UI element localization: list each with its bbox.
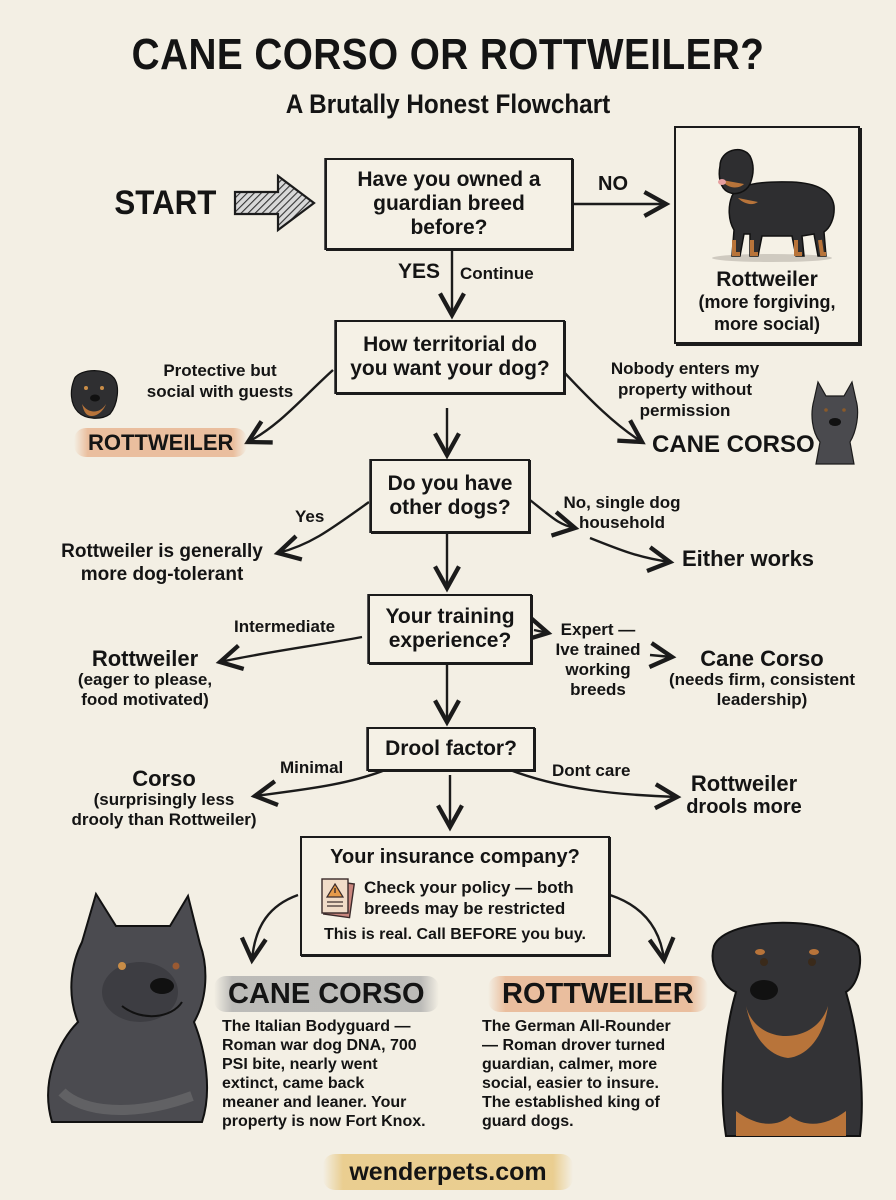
branch-label-nobody-enters: Nobody enters my property without permis… xyxy=(610,359,760,420)
result-rottweiler-drools: Rottweiler drools more xyxy=(686,771,802,819)
result-corso-less-drooly: Corso (surprisingly less drooly than Rot… xyxy=(71,766,257,830)
result-title: Rottweiler xyxy=(716,268,818,291)
result-cane-corso-firm: Cane Corso (needs firm, consistent leade… xyxy=(668,646,856,710)
question-insurance: Your insurance company? Check your polic… xyxy=(300,836,610,956)
insurance-warning-text: Check your policy — both breeds may be r… xyxy=(364,878,574,918)
page-title: CANE CORSO OR ROTTWEILER? xyxy=(131,30,765,79)
hatched-arrow-right-icon xyxy=(233,173,316,233)
branch-label-minimal: Minimal xyxy=(280,758,344,777)
branch-label-protective: Protective but social with guests xyxy=(146,361,294,401)
branch-label-intermediate: Intermediate xyxy=(234,617,336,636)
page-subtitle: A Brutally Honest Flowchart xyxy=(285,89,611,119)
result-dog-tolerant: Rottweiler is generally more dog-toleran… xyxy=(61,541,263,585)
result-rottweiler-highlight: ROTTWEILER xyxy=(74,428,248,457)
result-rottweiler-eager: Rottweiler (eager to please, food motiva… xyxy=(77,646,213,710)
profile-rottweiler-title: ROTTWEILER xyxy=(488,976,708,1012)
branch-label-single-dog: No, single dog household xyxy=(563,493,681,532)
branch-label-yes: YES xyxy=(398,260,441,283)
branch-label-no: NO xyxy=(598,173,628,195)
profile-cane-corso-description: The Italian Bodyguard — Roman war dog DN… xyxy=(222,1018,426,1130)
result-cane-corso: CANE CORSO xyxy=(652,431,815,458)
warning-document-icon xyxy=(321,878,356,919)
rottweiler-standing-illustration xyxy=(712,148,835,262)
footer-site-link[interactable]: wenderpets.com xyxy=(0,1154,896,1190)
insurance-footer: This is real. Call BEFORE you buy. xyxy=(324,926,586,943)
profile-rottweiler-description: The German All-Rounder — Roman drover tu… xyxy=(482,1018,671,1130)
result-card-rottweiler-forgiving: Rottweiler (more forgiving, more social) xyxy=(674,126,860,344)
branch-label-continue: Continue xyxy=(460,264,534,283)
rottweiler-portrait-illustration xyxy=(711,921,863,1137)
question-guardian-breed: Have you owned a guardian breed before? xyxy=(325,158,573,250)
cane-corso-head-illustration xyxy=(811,380,859,465)
start-label: START xyxy=(114,184,217,222)
question-training-experience: Your training experience? xyxy=(368,594,532,664)
profile-cane-corso-title: CANE CORSO xyxy=(214,976,439,1012)
question-drool-factor: Drool factor? xyxy=(367,727,535,771)
insurance-title: Your insurance company? xyxy=(330,846,580,868)
result-either-works: Either works xyxy=(682,546,815,571)
rottweiler-head-illustration xyxy=(70,370,119,419)
branch-label-yes-dogs: Yes xyxy=(295,507,325,526)
result-note: (more forgiving, more social) xyxy=(698,292,836,334)
question-other-dogs: Do you have other dogs? xyxy=(370,459,530,533)
cane-corso-portrait-illustration xyxy=(47,891,209,1123)
branch-label-dont-care: Dont care xyxy=(552,761,631,780)
question-territorial: How territorial do you want your dog? xyxy=(335,320,565,394)
branch-label-expert: Expert — Ive trained working breeds xyxy=(555,620,641,699)
